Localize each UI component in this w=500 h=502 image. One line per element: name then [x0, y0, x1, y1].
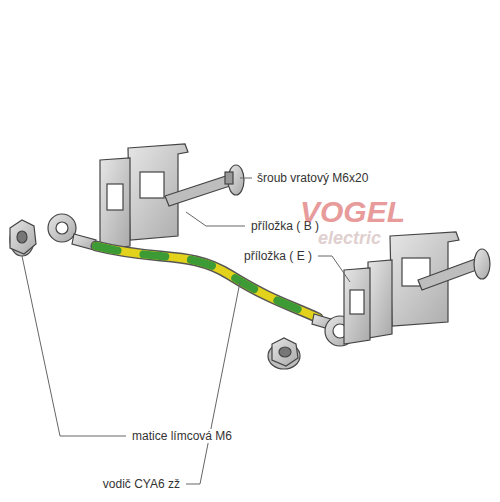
flange-nut	[10, 220, 36, 256]
carriage-bolt-m6x20	[418, 249, 490, 290]
bracket-e	[344, 232, 459, 344]
ring-terminal	[48, 214, 96, 250]
part-label: příložka ( E )	[242, 249, 314, 263]
part-label: vodič CYA6 zž	[101, 477, 182, 491]
watermark: electric	[318, 228, 381, 248]
watermark: VOGEL	[300, 196, 405, 228]
part-label: matice límcová M6	[130, 429, 234, 443]
cable-cya6	[96, 246, 318, 318]
flange-nut	[268, 338, 300, 369]
part-label: šroub vratový M6x20	[255, 171, 370, 185]
carriage-bolt-m6x20	[165, 165, 244, 206]
